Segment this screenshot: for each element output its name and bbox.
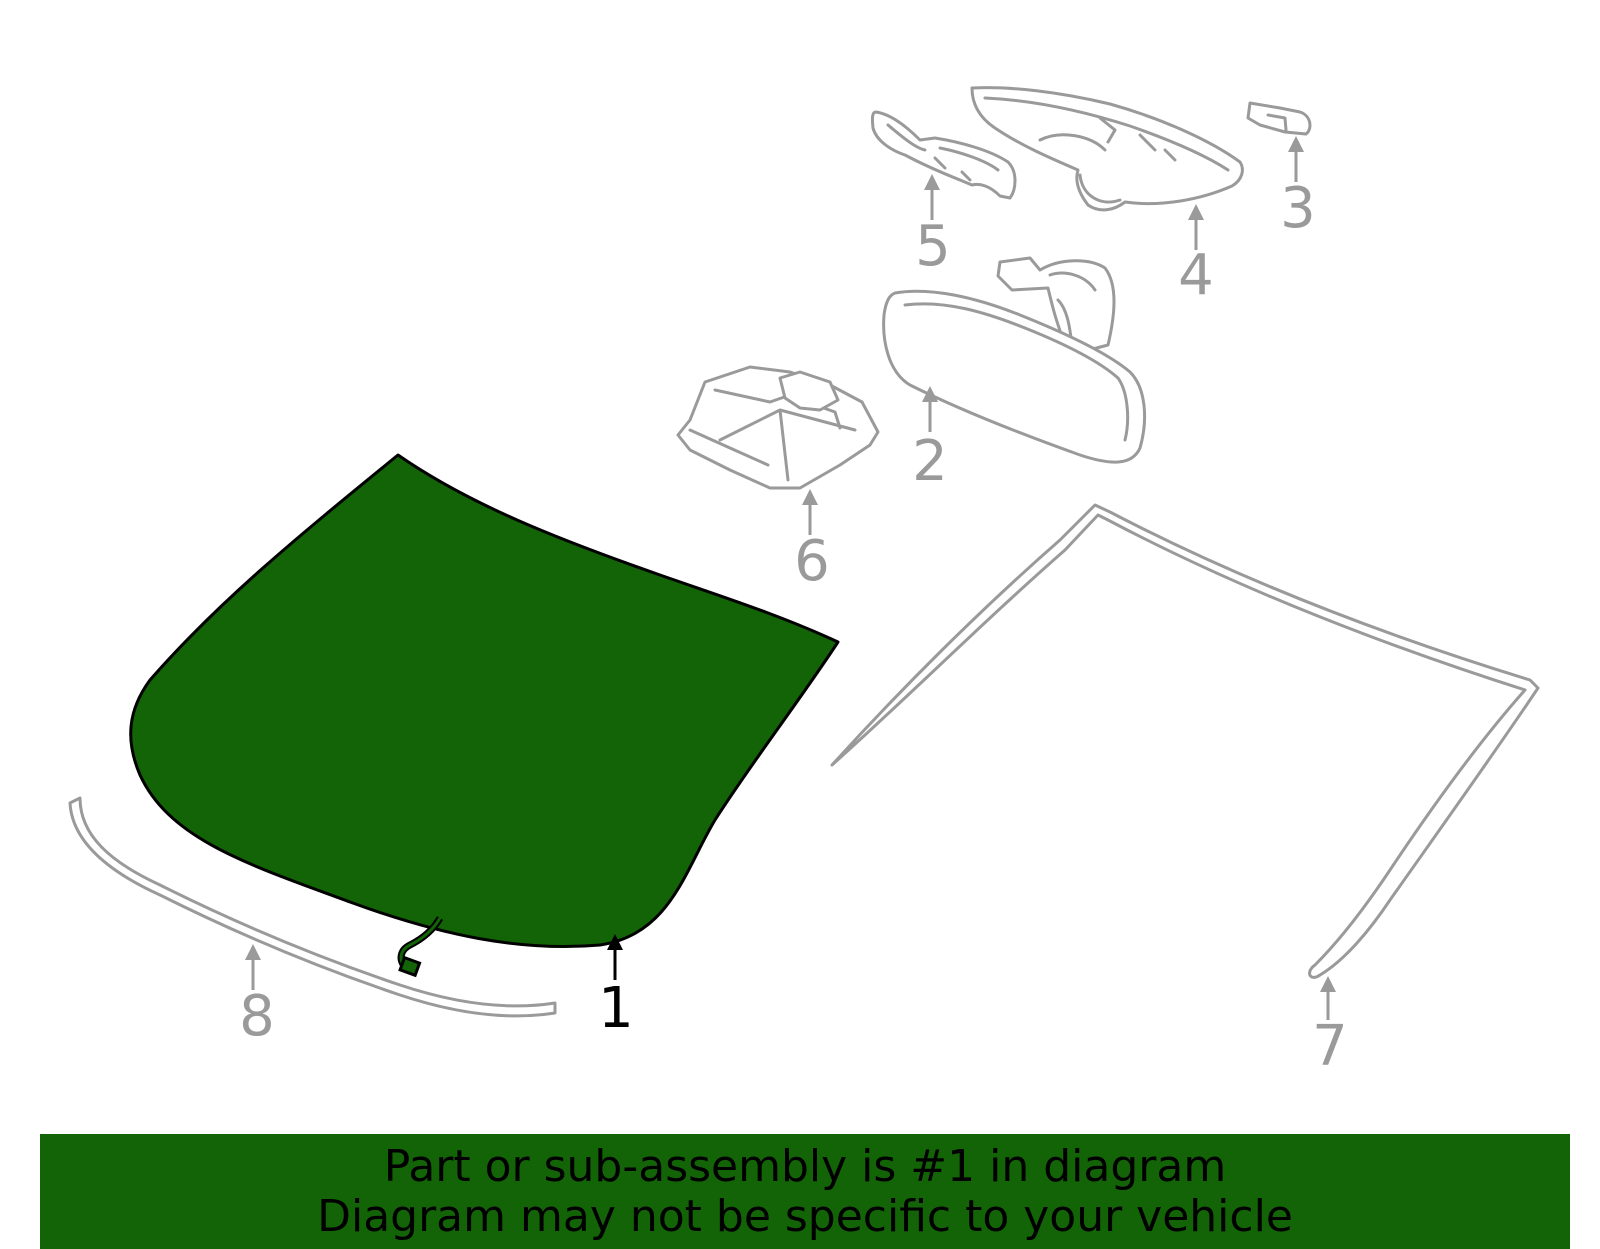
windshield-part[interactable]: [129, 453, 840, 978]
callout-7[interactable]: 7: [1312, 1014, 1348, 1079]
callout-5[interactable]: 5: [915, 214, 951, 279]
windshield-connector: [398, 955, 422, 978]
arrow-8: [245, 944, 261, 990]
arrow-3: [1288, 136, 1304, 182]
callout-3[interactable]: 3: [1280, 176, 1316, 241]
arrow-6: [802, 489, 818, 535]
banner-line-2: Diagram may not be specific to your vehi…: [317, 1190, 1293, 1242]
callout-2[interactable]: 2: [912, 429, 948, 494]
molding-part-7[interactable]: [830, 503, 1540, 979]
callout-8[interactable]: 8: [239, 984, 275, 1049]
bracket-part-3[interactable]: [1246, 101, 1312, 136]
bracket-part-5[interactable]: [870, 110, 1017, 200]
callout-1[interactable]: 1: [598, 976, 634, 1041]
arrow-4: [1188, 204, 1204, 250]
molding-part-8[interactable]: [68, 796, 557, 1018]
sensor-part-6[interactable]: [676, 365, 880, 490]
arrow-2: [922, 386, 938, 432]
banner-line-1: Part or sub-assembly is #1 in diagram: [383, 1140, 1227, 1192]
cover-part-4[interactable]: [970, 86, 1244, 212]
arrow-1: [607, 934, 623, 980]
mirror-glass: [882, 289, 1147, 464]
mirror-mount: [996, 256, 1116, 357]
arrow-7: [1320, 976, 1336, 1020]
mirror-part[interactable]: [882, 256, 1147, 464]
info-banner: Part or sub-assembly is #1 in diagram Di…: [40, 1134, 1570, 1249]
arrow-5: [924, 174, 940, 220]
windshield-glass[interactable]: [129, 453, 840, 949]
info-banner-bg: [40, 1134, 1570, 1249]
callout-6[interactable]: 6: [794, 529, 830, 594]
callout-4[interactable]: 4: [1178, 243, 1214, 308]
